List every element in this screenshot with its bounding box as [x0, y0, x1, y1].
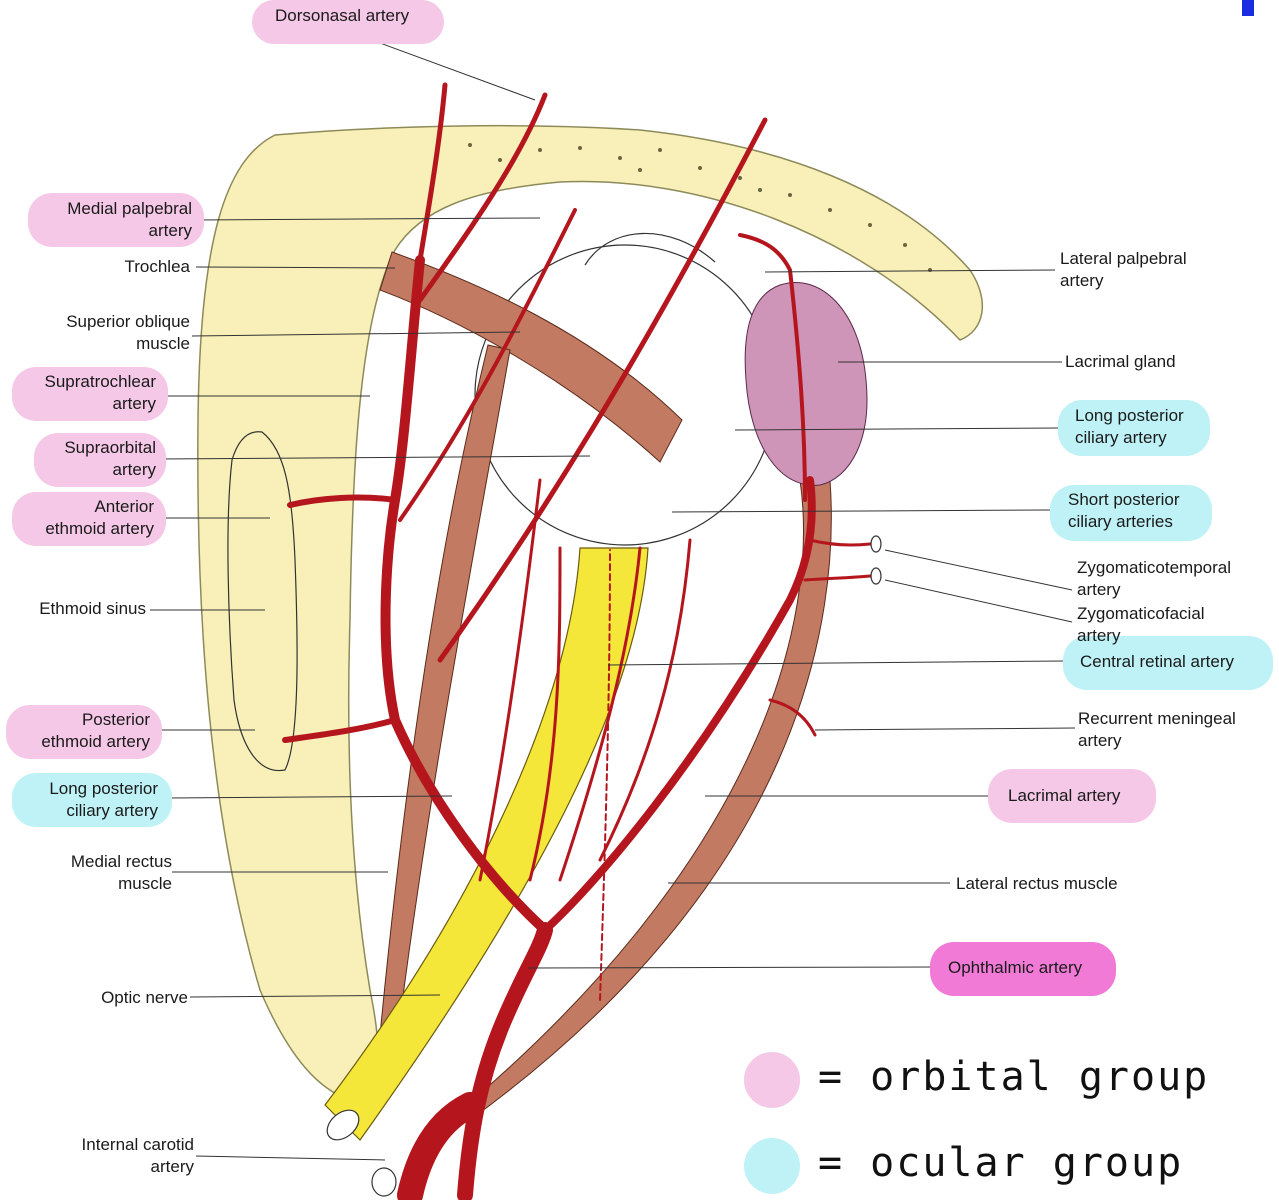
label-supraorbital-artery: Supraorbital artery [64, 438, 156, 479]
optic-nerve [324, 547, 649, 1141]
legend-orbital-label: = orbital group [818, 1054, 1210, 1100]
label-lacrimal-artery: Lacrimal artery [1008, 786, 1121, 805]
cornea [584, 232, 716, 266]
label-trochlea: Trochlea [124, 257, 190, 276]
pill-long-posterior-ciliary-left [12, 773, 172, 827]
lacrimal-gland [744, 282, 868, 486]
label-medial-rectus-muscle: Medial rectus muscle [70, 852, 172, 893]
pill-ophthalmic [930, 942, 1116, 996]
pill-short-posterior-ciliary [1050, 485, 1212, 541]
pill-supraorbital [34, 433, 166, 487]
label-short-posterior-ciliary-arteries: Short posterior ciliary arteries [1068, 490, 1180, 531]
label-long-posterior-ciliary-artery-left: Long posterior ciliary artery [49, 779, 158, 820]
pill-central-retinal [1063, 636, 1273, 690]
orbital-bone-medial-wall [197, 124, 984, 1101]
pill-posterior-ethmoid [6, 705, 162, 759]
pill-supratrochlear [12, 367, 168, 421]
label-long-posterior-ciliary-artery-right: Long posterior ciliary artery [1075, 406, 1184, 447]
label-posterior-ethmoid-artery: Posterior ethmoid artery [41, 710, 150, 751]
pill-long-posterior-ciliary-right [1058, 400, 1210, 456]
label-recurrent-meningeal-artery: Recurrent meningeal artery [1078, 709, 1236, 750]
label-lacrimal-gland: Lacrimal gland [1065, 352, 1176, 371]
label-central-retinal-artery: Central retinal artery [1080, 652, 1235, 671]
legend-orbital-swatch [744, 1052, 800, 1108]
legend-ocular-swatch [744, 1138, 800, 1194]
artery-tree [282, 82, 872, 1200]
artery-cut-ends [326, 535, 882, 1197]
pill-anterior-ethmoid [12, 492, 166, 546]
label-ophthalmic-artery: Ophthalmic artery [948, 958, 1083, 977]
label-dorsonasal-artery: Dorsonasal artery [275, 6, 410, 25]
pill-dorsonasal [252, 0, 444, 44]
ethmoid-sinus [227, 431, 298, 772]
label-zygomaticofacial-artery: Zygomaticofacial artery [1077, 604, 1205, 645]
pill-lacrimal-artery [988, 769, 1156, 823]
label-medial-palpebral-artery: Medial palpebral artery [67, 199, 192, 240]
label-ethmoid-sinus: Ethmoid sinus [39, 599, 146, 618]
label-anterior-ethmoid-artery: Anterior ethmoid artery [45, 497, 154, 538]
label-internal-carotid-artery: Internal carotid artery [81, 1135, 194, 1176]
label-lateral-palpebral-artery: Lateral palpebral artery [1060, 249, 1187, 290]
label-supratrochlear-artery: Supratrochlear artery [44, 372, 156, 413]
legend-ocular-label: = ocular group [818, 1140, 1184, 1186]
label-lateral-rectus-muscle: Lateral rectus muscle [956, 874, 1118, 893]
leader-lines [150, 31, 1076, 1161]
corner-mark [1242, 0, 1254, 16]
label-optic-nerve: Optic nerve [101, 988, 188, 1007]
label-superior-oblique-muscle: Superior oblique muscle [66, 312, 190, 353]
pill-medial-palpebral [28, 193, 204, 247]
label-zygomaticotemporal-artery: Zygomaticotemporal artery [1077, 558, 1232, 599]
bone-texture [468, 143, 932, 272]
